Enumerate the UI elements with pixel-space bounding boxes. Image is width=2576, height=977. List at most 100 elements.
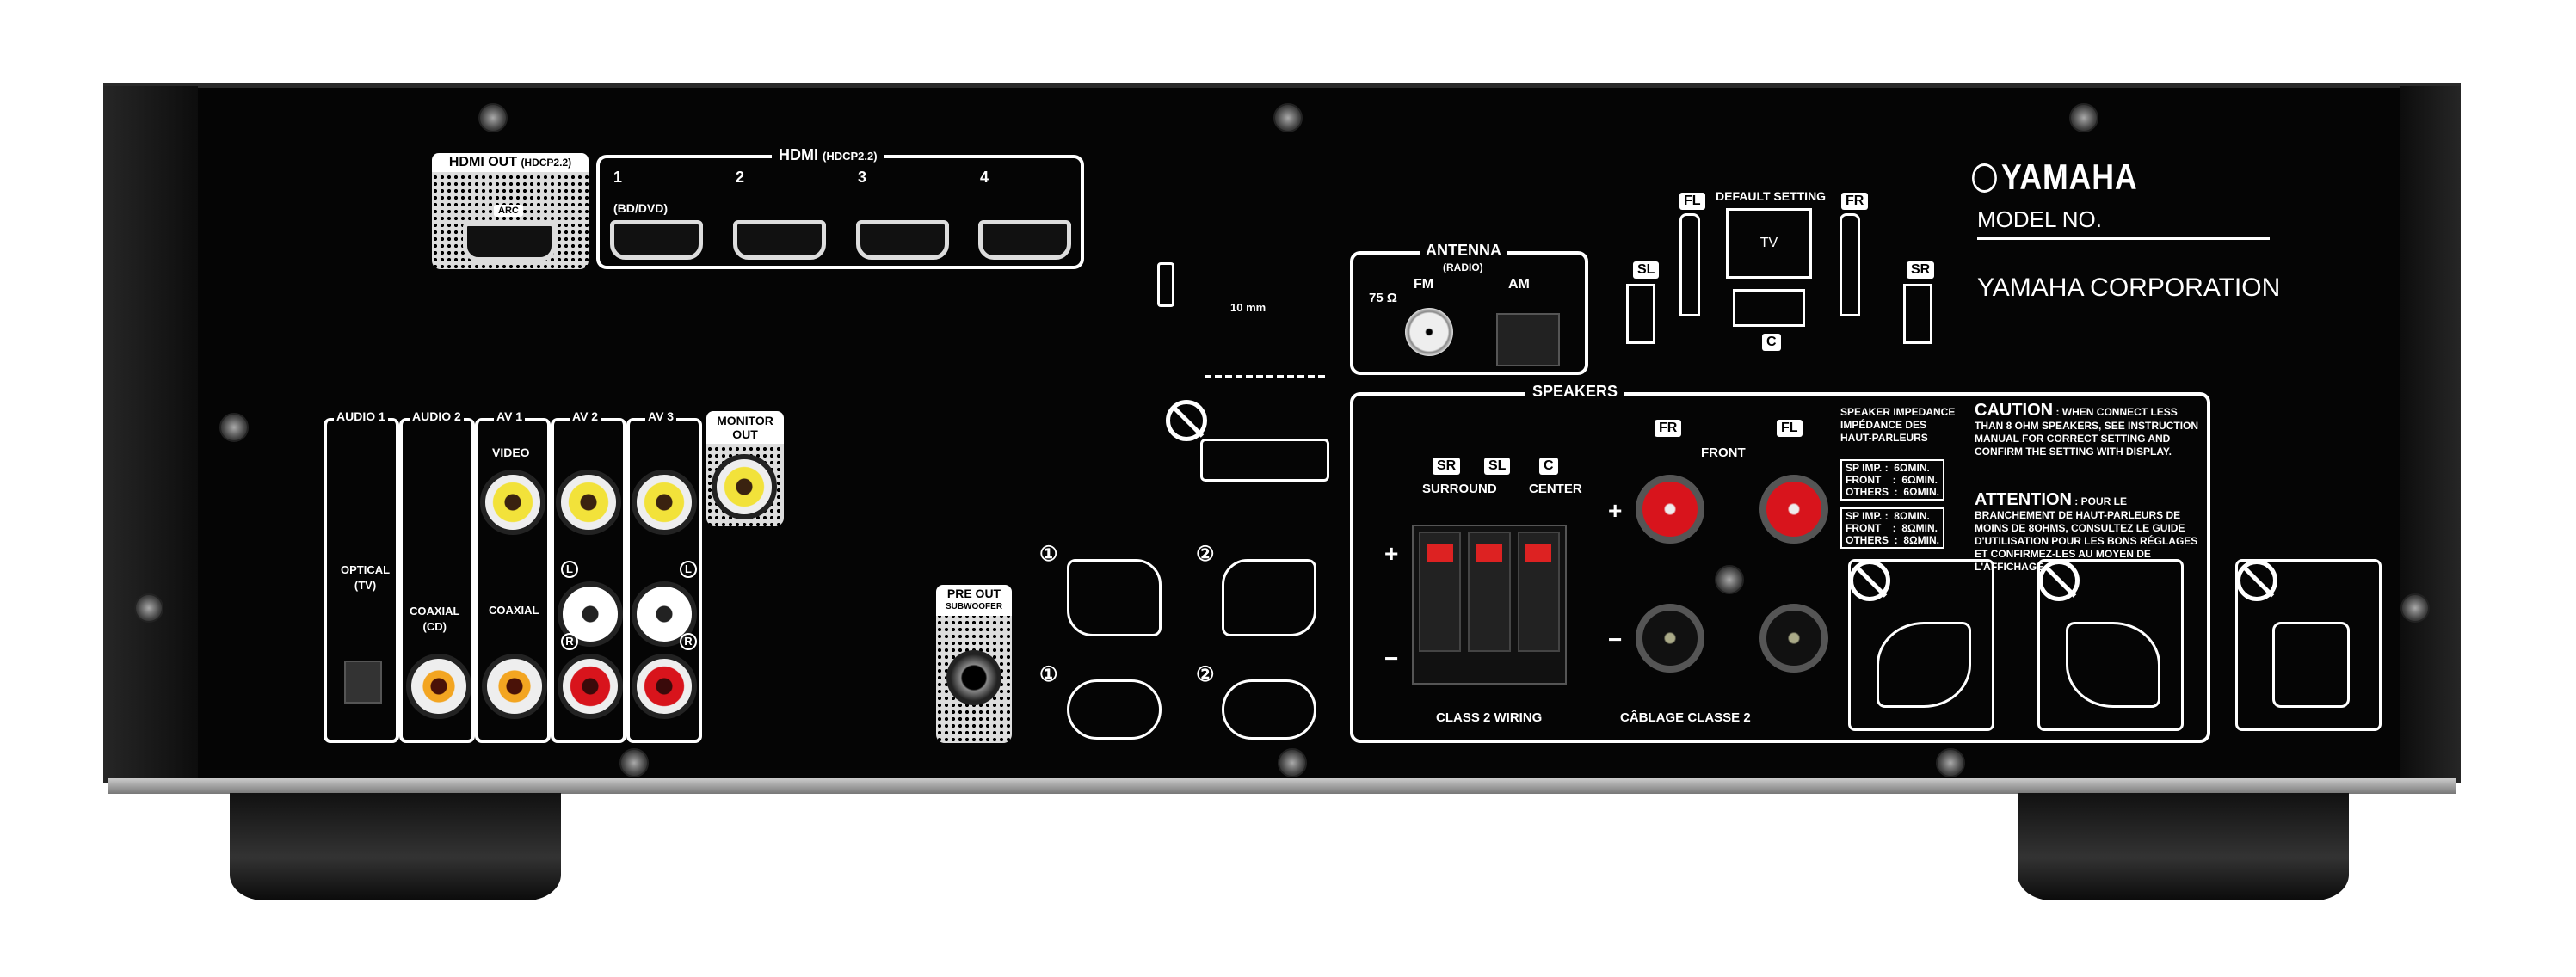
optical-input-port[interactable]: [344, 661, 382, 704]
model-number-label: MODEL NO.: [1977, 206, 2270, 240]
screw-icon: [478, 103, 508, 132]
class2-wiring-fr-label: CÂBLAGE CLASSE 2: [1620, 710, 1751, 725]
terminal-insert-illustration: [1222, 559, 1316, 636]
coaxial-cd-jack[interactable]: [406, 654, 471, 719]
hdmi-port-note: (BD/DVD): [613, 201, 668, 215]
screw-icon: [2400, 593, 2430, 623]
hdmi-out-sub: (HDCP2.2): [521, 157, 572, 169]
hdmi-in-port-4[interactable]: [978, 220, 1071, 260]
antenna-section: ANTENNA (RADIO) FM 75 Ω AM: [1350, 243, 1588, 375]
optical-sub: (TV): [354, 579, 377, 592]
coaxial-cd-text: COAXIAL: [410, 605, 460, 618]
av3-audio-r-jack[interactable]: [632, 654, 697, 719]
prohibited-icon: [2038, 560, 2080, 601]
sl-terminal[interactable]: [1468, 532, 1511, 652]
hdmi-port-number: 2: [736, 169, 745, 186]
front-label: FRONT: [1701, 445, 1746, 460]
right-foot: [2018, 793, 2349, 900]
warning-no-wire-contact: [1848, 559, 1994, 731]
ohm-label: 75 Ω: [1369, 291, 1397, 305]
pre-out-title: PRE OUT: [946, 587, 1001, 600]
caution-text: CAUTION : WHEN CONNECT LESS THAN 8 OHM S…: [1975, 401, 2207, 458]
group-label: AV 2: [570, 409, 601, 423]
terminal-illustration: [2066, 622, 2160, 708]
surround-right-speaker-icon: [1903, 284, 1932, 344]
step-2-label: ②: [1196, 543, 1215, 566]
wire-strip-illustration: [1205, 327, 1325, 378]
terminal-illustration: [2272, 622, 2350, 708]
speaker-layout-diagram: DEFAULT SETTING TV FL FR C SL SR: [1626, 189, 1962, 370]
sr-terminal[interactable]: [1419, 532, 1462, 652]
analog-inputs-section: AUDIO 1 AUDIO 2 AV 1 AV 2 AV 3 VIDEO OPT…: [324, 409, 702, 743]
monitor-out-jack[interactable]: [712, 454, 777, 519]
av1-video-jack[interactable]: [480, 470, 545, 535]
plus-label: +: [1608, 497, 1623, 524]
c-terminal[interactable]: [1517, 532, 1560, 652]
right-side-bevel: [2400, 86, 2461, 783]
hdmi-out-port[interactable]: [463, 222, 556, 261]
minus-label: −: [1384, 645, 1399, 672]
usb-service-port: [1157, 262, 1174, 307]
antenna-title: ANTENNA: [1420, 243, 1507, 258]
left-foot: [230, 793, 561, 900]
front-left-speaker-icon: [1679, 213, 1700, 316]
hdmi-in-port-3[interactable]: [856, 220, 949, 260]
imp-line: SP IMP. : 8ΩMIN.: [1846, 510, 1930, 522]
screw-icon: [1273, 103, 1303, 132]
imp-line: OTHERS : 8ΩMIN.: [1846, 534, 1939, 546]
fm-antenna-jack[interactable]: [1405, 308, 1453, 356]
group-label: AV 1: [494, 409, 526, 423]
speakers-title: SPEAKERS: [1525, 384, 1625, 399]
wire-length-label: 10 mm: [1230, 301, 1266, 314]
hdmi-in-port-1[interactable]: [610, 220, 703, 260]
front-left-minus-post[interactable]: [1759, 604, 1828, 673]
av2-audio-l-jack[interactable]: [558, 581, 623, 647]
bottom-trim: [108, 778, 2456, 794]
subwoofer-jack[interactable]: [946, 650, 1001, 705]
hdmi-port-number: 4: [980, 169, 989, 186]
imp-line: FRONT : 6ΩMIN.: [1846, 474, 1938, 486]
av3-video-jack[interactable]: [632, 470, 697, 535]
step-2-label: ②: [1196, 663, 1215, 686]
fm-label: FM: [1414, 277, 1434, 292]
warning-no-short-circuit: [2037, 559, 2184, 731]
screw-icon: [619, 748, 649, 777]
coaxial-av1-jack[interactable]: [482, 654, 547, 719]
hdmi-out-title: HDMI OUT: [448, 155, 517, 169]
am-antenna-terminal[interactable]: [1496, 313, 1560, 366]
attention-heading: ATTENTION: [1975, 490, 2072, 509]
minus-label: −: [1608, 626, 1623, 653]
group-label: AV 3: [645, 409, 677, 423]
video-label: VIDEO: [492, 445, 530, 459]
frayed-wire-illustration: [1200, 439, 1329, 482]
imp-line: OTHERS : 6ΩMIN.: [1846, 486, 1939, 498]
tv-icon: TV: [1726, 208, 1812, 279]
av2-video-jack[interactable]: [556, 470, 621, 535]
front-right-plus-post[interactable]: [1636, 475, 1704, 544]
c-terminal-tag: C: [1539, 458, 1558, 475]
center-label: CENTER: [1529, 482, 1582, 496]
terminal-illustration: [1877, 622, 1971, 708]
step-1-label: ①: [1039, 663, 1058, 686]
hdmi-in-sub: (HDCP2.2): [823, 150, 878, 163]
screw-icon: [2069, 103, 2098, 132]
surround-center-terminal-block: [1412, 525, 1567, 685]
screw-icon: [219, 413, 249, 442]
av2-audio-r-jack[interactable]: [558, 654, 623, 719]
group-label: AUDIO 1: [334, 409, 388, 423]
attention-text: ATTENTION : POUR LE BRANCHEMENT DE HAUT-…: [1975, 490, 2207, 574]
impedance-text: HAUT-PARLEURS: [1840, 432, 1928, 444]
monitor-out-label: MONITOR OUT: [706, 411, 784, 444]
corporation-label: YAMAHA CORPORATION: [1977, 273, 2281, 302]
c-label: C: [1762, 334, 1781, 351]
hdmi-in-port-2[interactable]: [733, 220, 826, 260]
prohibited-icon: [2236, 560, 2277, 601]
fl-label: FL: [1679, 193, 1705, 210]
front-left-plus-post[interactable]: [1759, 475, 1828, 544]
coaxial-label: COAXIAL: [489, 604, 539, 617]
right-channel-label: R: [680, 633, 697, 650]
class2-wiring-label: CLASS 2 WIRING: [1436, 710, 1543, 725]
front-right-minus-post[interactable]: [1636, 604, 1704, 673]
